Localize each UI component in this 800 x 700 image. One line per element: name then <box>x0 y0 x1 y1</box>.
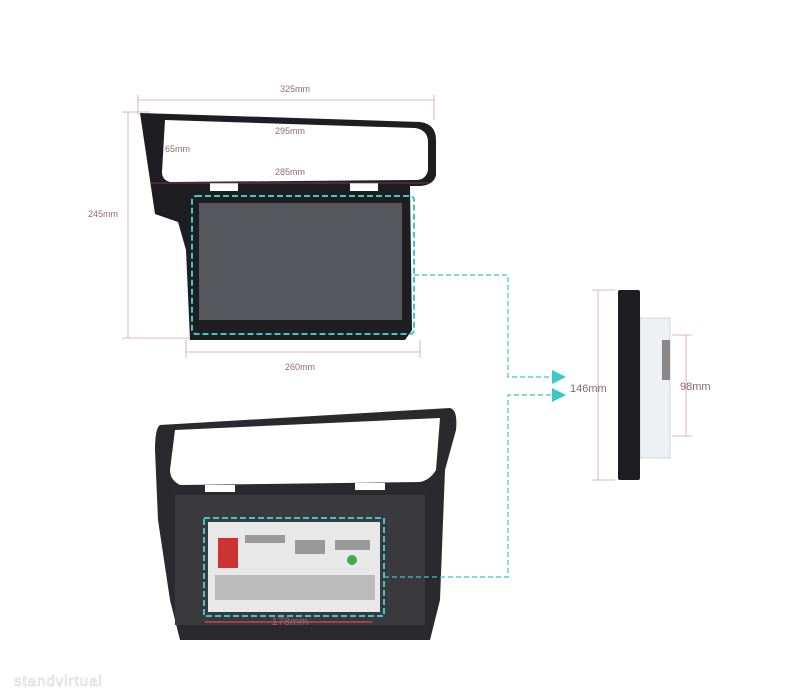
rear-dashed-outline <box>203 517 385 617</box>
upper-opening-width-label: 295mm <box>275 126 305 136</box>
front-view: 325mm 295mm 65mm 285mm 245mm 260mm <box>88 84 436 372</box>
side-body-height-label: 98mm <box>680 381 711 393</box>
arrow-icon <box>552 370 566 384</box>
upper-opening <box>162 120 428 182</box>
upper-opening-height-label: 65mm <box>165 144 190 154</box>
screen <box>199 203 402 320</box>
guide-lines <box>384 274 560 578</box>
watermark: standvirtual <box>14 673 103 690</box>
arrow-icon <box>552 388 566 402</box>
lower-edge-width-label: 285mm <box>275 167 305 177</box>
rear-box-width-label: 178mm <box>272 616 309 628</box>
screen-dashed-outline <box>191 195 415 335</box>
side-panel <box>618 290 640 480</box>
overall-width-label: 325mm <box>280 84 310 94</box>
side-height-label: 146mm <box>570 383 607 395</box>
overall-height-label: 245mm <box>88 209 118 219</box>
side-view: 146mm 98mm <box>570 289 711 481</box>
bottom-width-label: 260mm <box>285 362 315 372</box>
rear-view: 178mm <box>155 408 457 640</box>
